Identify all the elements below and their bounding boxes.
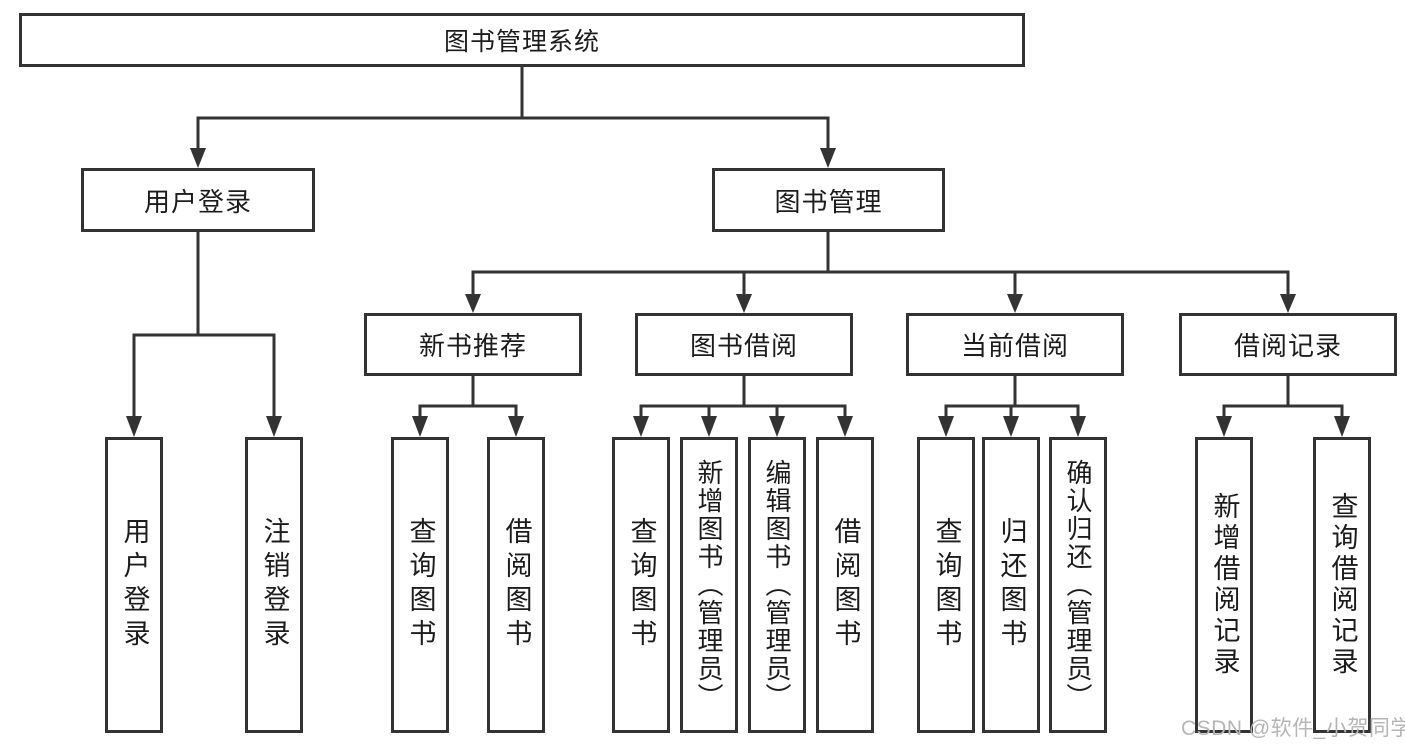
leaf-recommend-borrow-books: 借阅图书 — [487, 437, 545, 733]
arrowhead-leaf-current-return — [1003, 416, 1019, 437]
arrowhead-leaf-borrow-add — [701, 416, 717, 437]
arrowhead-leaf-current-query — [938, 416, 954, 437]
arrowhead-book-borrow — [736, 294, 752, 313]
leaf-recommend-query-books: 查询图书 — [391, 437, 449, 733]
leaf-user-login-label: 用户登录 — [119, 517, 150, 653]
node-borrow-records-label: 借阅记录 — [1233, 331, 1342, 361]
arrowheads — [126, 148, 1350, 437]
arrowhead-leaf-borrow-edit — [769, 416, 785, 437]
leaf-current-return-books: 归还图书 — [982, 437, 1040, 733]
arrowhead-leaf-records-add — [1216, 416, 1232, 437]
leaf-borrow-query-books: 查询图书 — [612, 437, 670, 733]
node-new-book-recommend: 新书推荐 — [364, 313, 582, 376]
leaf-borrow-query-books-label: 查询图书 — [626, 517, 657, 653]
arrowhead-leaf-current-confirm — [1070, 416, 1086, 437]
leaf-records-add-record-label: 新增借阅记录 — [1209, 492, 1240, 678]
arrowhead-book-management — [820, 148, 836, 168]
arrowhead-borrow-records — [1280, 294, 1296, 313]
node-user-login: 用户登录 — [81, 168, 315, 232]
node-current-borrow-label: 当前借阅 — [960, 331, 1069, 361]
leaf-records-add-record: 新增借阅记录 — [1195, 437, 1253, 733]
arrowhead-leaf-recommend-borrow — [508, 416, 524, 437]
csdn-watermark: CSDN @软件_小贺同学 — [1181, 717, 1405, 740]
leaf-current-query-books: 查询图书 — [917, 437, 975, 733]
arrowhead-user-login — [190, 148, 206, 168]
arrowhead-new-book-recommend — [465, 294, 481, 313]
leaf-records-query-record-label: 查询借阅记录 — [1327, 492, 1358, 678]
leaf-borrow-borrow-books: 借阅图书 — [816, 437, 874, 733]
leaf-borrow-add-books-label: 新增图书（管理员） — [694, 459, 724, 711]
node-root-system-label: 图书管理系统 — [443, 28, 600, 56]
leaf-current-confirm-return: 确认归还（管理员） — [1049, 437, 1107, 733]
leaf-recommend-query-books-label: 查询图书 — [405, 517, 436, 653]
leaf-logout-label: 注销登录 — [259, 517, 290, 653]
leaf-borrow-add-books: 新增图书（管理员） — [680, 437, 738, 733]
node-book-borrow-label: 图书借阅 — [689, 331, 798, 361]
leaf-current-return-books-label: 归还图书 — [996, 517, 1027, 653]
node-current-borrow: 当前借阅 — [906, 313, 1124, 376]
node-book-management: 图书管理 — [712, 168, 945, 232]
leaf-logout: 注销登录 — [245, 437, 303, 733]
leaf-borrow-edit-books-label: 编辑图书（管理员） — [762, 459, 792, 711]
leaf-borrow-borrow-books-label: 借阅图书 — [830, 517, 861, 653]
arrowhead-current-borrow — [1007, 294, 1023, 313]
node-root-system: 图书管理系统 — [19, 13, 1025, 67]
arrowhead-leaf-borrow-query — [633, 416, 649, 437]
node-book-borrow: 图书借阅 — [635, 313, 853, 376]
node-user-login-label: 用户登录 — [143, 186, 252, 217]
leaf-records-query-record: 查询借阅记录 — [1313, 437, 1371, 733]
leaf-current-confirm-return-label: 确认归还（管理员） — [1063, 459, 1093, 711]
arrowhead-leaf-recommend-query — [412, 416, 428, 437]
arrowhead-leaf-records-query — [1334, 416, 1350, 437]
arrowhead-leaf-user-login — [126, 416, 142, 437]
node-new-book-recommend-label: 新书推荐 — [418, 331, 527, 361]
leaf-recommend-borrow-books-label: 借阅图书 — [501, 517, 532, 653]
arrowhead-leaf-logout — [266, 416, 282, 437]
leaf-borrow-edit-books: 编辑图书（管理员） — [748, 437, 806, 733]
node-book-management-label: 图书管理 — [774, 186, 883, 217]
arrowhead-leaf-borrow-borrow — [837, 416, 853, 437]
leaf-current-query-books-label: 查询图书 — [931, 517, 962, 653]
node-borrow-records: 借阅记录 — [1179, 313, 1397, 376]
leaf-user-login: 用户登录 — [105, 437, 163, 733]
